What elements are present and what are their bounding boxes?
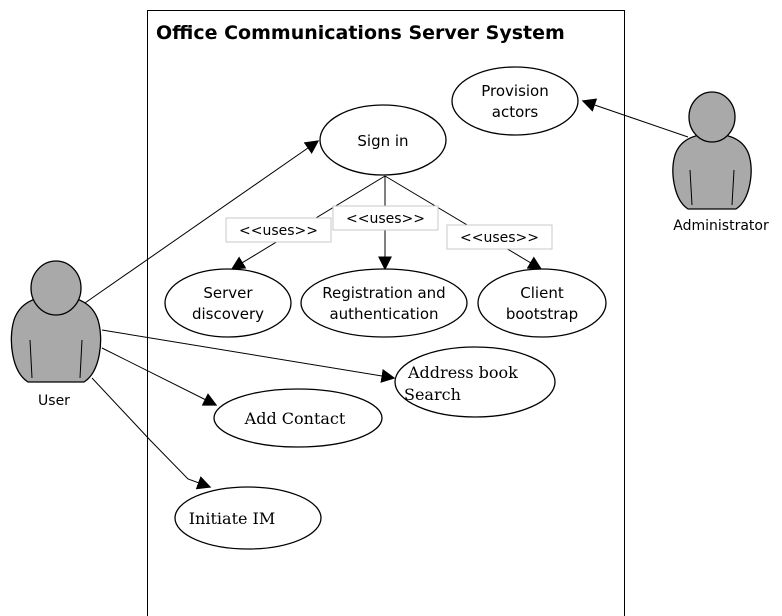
system-boundary [147, 10, 625, 616]
use-case-add-contact[interactable]: Add Contact [213, 388, 383, 448]
actor-user[interactable]: User [10, 260, 102, 409]
svg-text:Provision: Provision [481, 82, 549, 100]
svg-text:Initiate IM: Initiate IM [189, 509, 276, 528]
stereotype-uses-middle: <<uses>> [332, 205, 439, 231]
assoc-user-address-book [101, 329, 396, 383]
use-case-client-bootstrap[interactable]: Client bootstrap [477, 268, 607, 338]
svg-text:discovery: discovery [192, 305, 264, 323]
svg-text:bootstrap: bootstrap [506, 305, 578, 323]
uses-line-client-bootstrap [384, 175, 543, 270]
actor-administrator[interactable]: Administrator [672, 91, 769, 234]
svg-text:<<uses>>: <<uses>> [239, 223, 318, 239]
assoc-user-initiate-im [91, 377, 212, 490]
svg-text:<<uses>>: <<uses>> [346, 211, 425, 227]
assoc-admin-provision [581, 98, 689, 138]
svg-text:Address book: Address book [407, 363, 518, 382]
assoc-user-sign-in [81, 140, 320, 306]
actor-user-label: User [38, 393, 70, 409]
svg-text:Sign in: Sign in [357, 132, 408, 150]
person-icon [10, 260, 102, 383]
actor-administrator-label: Administrator [673, 218, 769, 234]
use-case-registration-authentication[interactable]: Registration and authentication [300, 268, 468, 338]
use-case-initiate-im[interactable]: Initiate IM [174, 486, 322, 550]
assoc-user-add-contact [101, 347, 218, 406]
system-title: Office Communications Server System [156, 22, 565, 44]
svg-text:actors: actors [492, 103, 539, 121]
use-case-sign-in[interactable]: Sign in [319, 104, 447, 176]
svg-text:Client: Client [520, 284, 564, 302]
svg-text:authentication: authentication [329, 305, 438, 323]
svg-text:Registration and: Registration and [322, 284, 445, 302]
svg-text:Add Contact: Add Contact [244, 409, 346, 428]
svg-text:Search: Search [404, 385, 461, 404]
use-case-address-book-search[interactable]: Address book Search [394, 346, 556, 418]
use-case-provision-actors[interactable]: Provision actors [451, 66, 579, 136]
stereotype-uses-right: <<uses>> [446, 224, 553, 250]
use-case-server-discovery[interactable]: Server discovery [164, 268, 292, 338]
svg-text:Server: Server [203, 284, 253, 302]
person-icon [672, 91, 752, 210]
stereotype-uses-left: <<uses>> [225, 217, 332, 243]
svg-text:<<uses>>: <<uses>> [460, 230, 539, 246]
